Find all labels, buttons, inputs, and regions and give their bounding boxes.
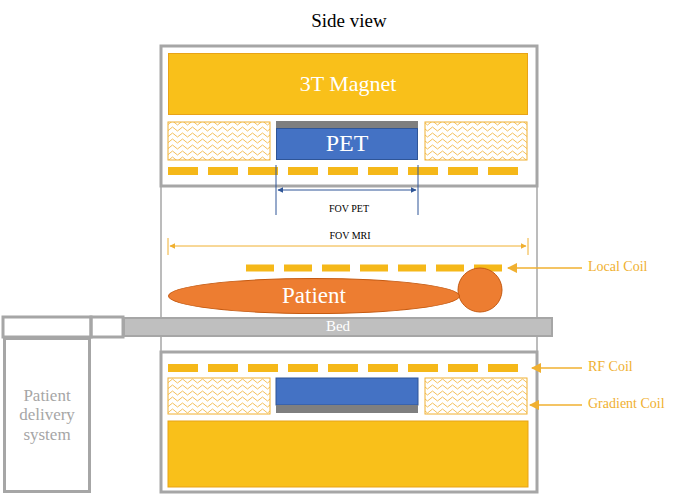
node-text: Patient delivery system xyxy=(6,386,88,445)
delivery-system-box: Patient delivery system xyxy=(3,337,91,493)
patient-head xyxy=(458,268,502,312)
rf-coil xyxy=(168,167,528,175)
node-text: Bed xyxy=(326,318,350,335)
gradient-coil xyxy=(168,378,270,414)
pet-shield xyxy=(276,405,418,413)
pet-shield xyxy=(276,121,418,128)
magnet xyxy=(168,421,528,487)
callout-label: Local Coil xyxy=(588,259,648,275)
leader-line xyxy=(508,267,582,269)
bed-bar: Bed xyxy=(123,317,553,337)
fov-label: FOV MRI xyxy=(327,230,372,241)
gradient-coil xyxy=(168,122,270,160)
patient-body: Patient xyxy=(168,278,460,314)
node-text: PET xyxy=(326,130,369,158)
gradient-coil xyxy=(425,122,527,160)
pet-box: PET xyxy=(276,128,418,160)
fov-label: FOV PET xyxy=(327,203,371,214)
pet-ring xyxy=(276,378,418,405)
leader-line xyxy=(532,367,582,369)
rf-coil xyxy=(168,364,528,372)
fov-mri-arrow xyxy=(170,246,526,247)
magnet-box: 3T Magnet xyxy=(168,53,528,115)
leader-line xyxy=(530,404,582,406)
upper-housing xyxy=(161,46,537,186)
diagram-title: Side view xyxy=(311,10,386,32)
node-text: 3T Magnet xyxy=(300,71,397,96)
lower-housing xyxy=(161,352,537,492)
gradient-coil xyxy=(425,378,527,414)
node-text: Patient xyxy=(282,283,346,309)
local-coil xyxy=(246,265,503,272)
callout-label: Gradient Coil xyxy=(588,396,665,412)
fov-pet-arrow xyxy=(278,190,416,191)
callout-label: RF Coil xyxy=(588,359,633,375)
